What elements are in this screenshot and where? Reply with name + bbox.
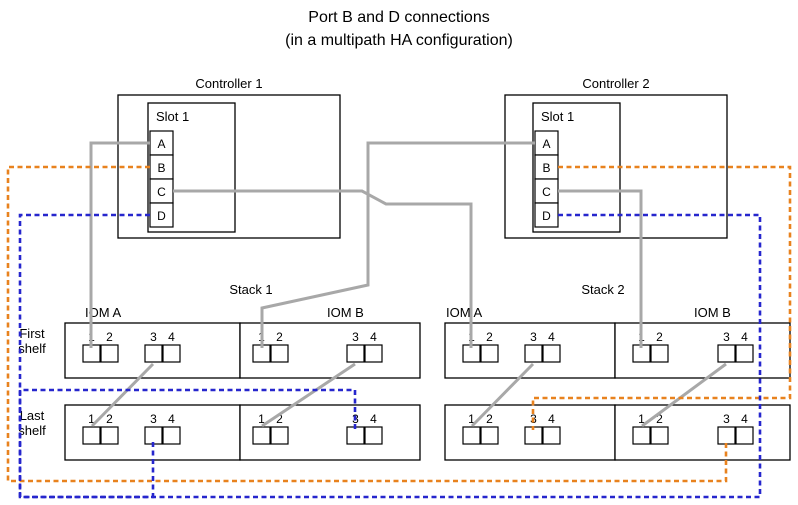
port-1-number: 1 (258, 412, 265, 426)
controller-2-port-d-label: D (542, 209, 551, 223)
port-4-socket (364, 426, 383, 445)
stack2-iom-b-label: IOM B (694, 305, 731, 320)
port-1-socket (462, 426, 481, 445)
port-4-number: 4 (548, 330, 555, 344)
port-3-number: 3 (530, 330, 537, 344)
port-4-number: 4 (741, 330, 748, 344)
last-shelf-label-line-1: Last (20, 408, 45, 423)
port-2-socket (270, 344, 289, 363)
stack1-last-shelf-iom-a-ports: 1 2 3 4 (82, 412, 181, 445)
port-4-socket (735, 426, 754, 445)
controller-1-port-a-label: A (157, 137, 165, 151)
port-2-socket (480, 344, 499, 363)
port-3-socket (717, 344, 736, 363)
port-4-number: 4 (370, 330, 377, 344)
port-3-number: 3 (150, 412, 157, 426)
port-2-socket (100, 426, 119, 445)
first-shelf-label-line-2: shelf (18, 341, 46, 356)
port-2-socket (650, 344, 669, 363)
port-2-number: 2 (656, 412, 663, 426)
daisy-chain-stack1-iom-b (261, 362, 356, 428)
diagram-title-line-1: Port B and D connections (308, 9, 489, 26)
port-2-number: 2 (276, 330, 283, 344)
port-4-socket (542, 344, 561, 363)
controller-1-port-c-label: C (157, 185, 166, 199)
port-2-number: 2 (106, 412, 113, 426)
controller-2-port-b-label: B (542, 161, 550, 175)
last-shelf-label-line-2: shelf (18, 423, 46, 438)
controller-1-label: Controller 1 (195, 76, 262, 91)
daisy-chain-stack2-iom-b (641, 362, 727, 428)
controller-2-port-c-label: C (542, 185, 551, 199)
port-3-number: 3 (150, 330, 157, 344)
port-3-socket (144, 344, 163, 363)
daisy-chain-stack1-iom-a (90, 362, 155, 428)
port-2-number: 2 (106, 330, 113, 344)
port-1-socket (82, 426, 101, 445)
cable-controller1-port-b (6, 165, 728, 483)
port-4-socket (162, 426, 181, 445)
controller-1-port-b-label: B (157, 161, 165, 175)
port-1-number: 1 (638, 412, 645, 426)
port-2-socket (100, 344, 119, 363)
diagram-title-line-2: (in a multipath HA configuration) (285, 32, 513, 49)
port-4-number: 4 (741, 412, 748, 426)
port-2-socket (650, 426, 669, 445)
port-4-socket (542, 426, 561, 445)
stack1-iom-a-label: IOM A (85, 305, 121, 320)
stack2-iom-a-label: IOM A (446, 305, 482, 320)
port-4-number: 4 (370, 412, 377, 426)
port-3-number: 3 (352, 330, 359, 344)
cable-controller2-port-d (18, 213, 762, 499)
daisy-chain-stack2-iom-a (470, 362, 535, 428)
port-1-socket (252, 426, 271, 445)
port-2-number: 2 (656, 330, 663, 344)
port-2-number: 2 (486, 330, 493, 344)
port-4-socket (735, 344, 754, 363)
controller-2-label: Controller 2 (582, 76, 649, 91)
controller-2-slot-label: Slot 1 (541, 109, 574, 124)
port-3-socket (144, 426, 163, 445)
port-1-number: 1 (468, 412, 475, 426)
cable-controller2-port-a (260, 141, 535, 348)
port-1-socket (632, 426, 651, 445)
controller-1: Controller 1 Slot 1 A B C D (117, 76, 341, 239)
first-shelf-label-line-1: First (19, 326, 45, 341)
controller-1-slot-label: Slot 1 (156, 109, 189, 124)
port-3-socket (346, 344, 365, 363)
port-2-number: 2 (276, 412, 283, 426)
port-4-socket (162, 344, 181, 363)
stack2-first-shelf-iom-b-ports: 1 2 3 4 (632, 330, 754, 363)
port-4-number: 4 (168, 330, 175, 344)
port-2-number: 2 (486, 412, 493, 426)
port-2-socket (480, 426, 499, 445)
port-4-socket (364, 344, 383, 363)
port-4-number: 4 (548, 412, 555, 426)
port-3-number: 3 (723, 330, 730, 344)
stack2-last-shelf-iom-b-ports: 1 2 3 4 (632, 412, 754, 445)
port-4-number: 4 (168, 412, 175, 426)
port-1-number: 1 (88, 412, 95, 426)
cable-controller1-port-c (173, 189, 473, 348)
stack-2-label: Stack 2 (581, 282, 624, 297)
controller-1-port-d-label: D (157, 209, 166, 223)
cable-controller1-port-a (89, 141, 150, 348)
port-2-socket (270, 426, 289, 445)
port-3-socket (346, 426, 365, 445)
stack-1-label: Stack 1 (229, 282, 272, 297)
port-3-socket (524, 344, 543, 363)
cable-controller2-port-c (558, 189, 643, 348)
port-3-socket (717, 426, 736, 445)
controller-2: Controller 2 Slot 1 A B C D (504, 76, 728, 239)
port-3-number: 3 (723, 412, 730, 426)
controller-2-port-a-label: A (542, 137, 550, 151)
cable-controller2-port-b (531, 165, 792, 430)
stack1-iom-b-label: IOM B (327, 305, 364, 320)
